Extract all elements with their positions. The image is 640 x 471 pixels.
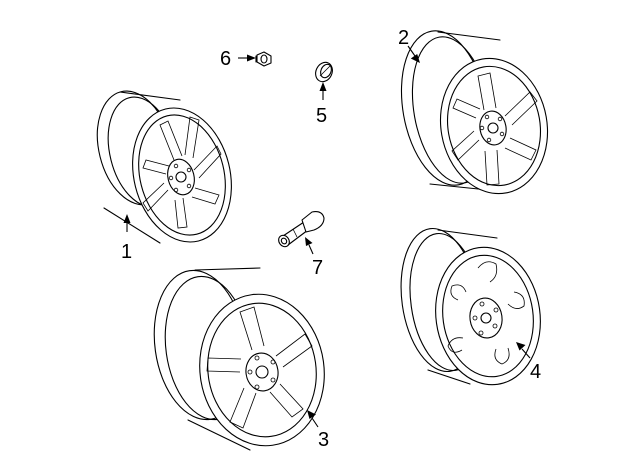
leader-1 (123, 214, 131, 232)
leader-4 (516, 342, 531, 359)
callout-1: 1 (121, 241, 132, 263)
leader-3 (307, 410, 319, 428)
leader-7 (305, 237, 314, 255)
callout-2: 2 (398, 27, 409, 49)
wheel-3 (153, 267, 325, 451)
wheel-2 (400, 30, 549, 195)
callout-3: 3 (318, 429, 329, 451)
wheel-4 (400, 227, 541, 386)
callout-4: 4 (530, 361, 541, 383)
leader-5 (319, 82, 327, 100)
callout-6: 6 (220, 48, 231, 70)
wheel-1 (96, 90, 232, 244)
valve-stem-part (278, 211, 325, 248)
leader-6 (238, 54, 256, 62)
lug-nut-part (255, 51, 272, 67)
callout-7: 7 (312, 257, 323, 279)
leader-2 (407, 45, 420, 63)
callout-5: 5 (316, 105, 327, 127)
center-cap-part (315, 61, 333, 83)
